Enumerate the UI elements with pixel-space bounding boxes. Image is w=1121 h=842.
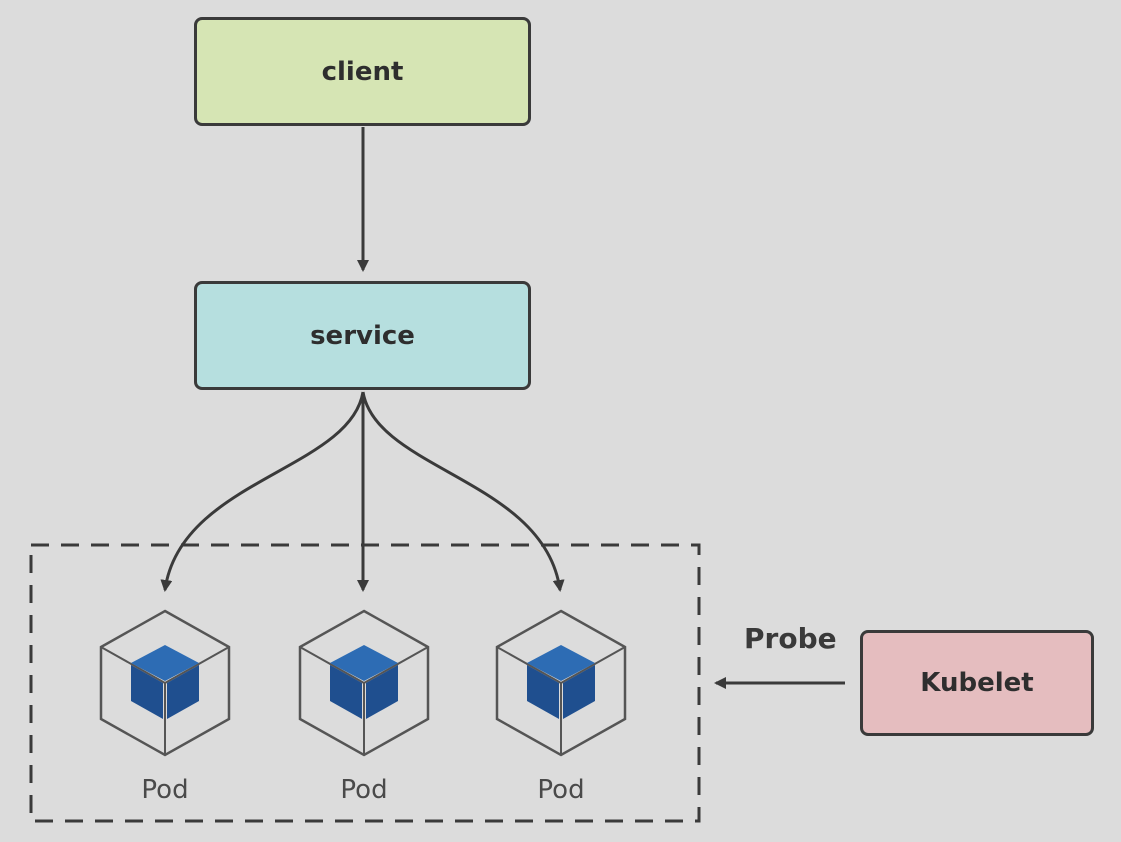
probe-label: Probe xyxy=(744,622,837,655)
service-label: service xyxy=(310,320,415,351)
pod-icon xyxy=(99,609,231,757)
edge-service-pod-3 xyxy=(361,391,565,592)
pod-label: Pod xyxy=(537,775,585,805)
kubelet-label: Kubelet xyxy=(920,668,1034,698)
client-label: client xyxy=(321,56,404,87)
kubelet-node: Kubelet xyxy=(860,630,1094,736)
service-node: service xyxy=(194,281,531,390)
pod-label: Pod xyxy=(141,775,189,805)
edge-service-pod-1 xyxy=(160,391,365,592)
client-node: client xyxy=(194,17,531,126)
pod-group-boundary xyxy=(29,543,701,823)
pod-icon xyxy=(495,609,627,757)
pod-icon xyxy=(298,609,430,757)
pod-label: Pod xyxy=(340,775,388,805)
